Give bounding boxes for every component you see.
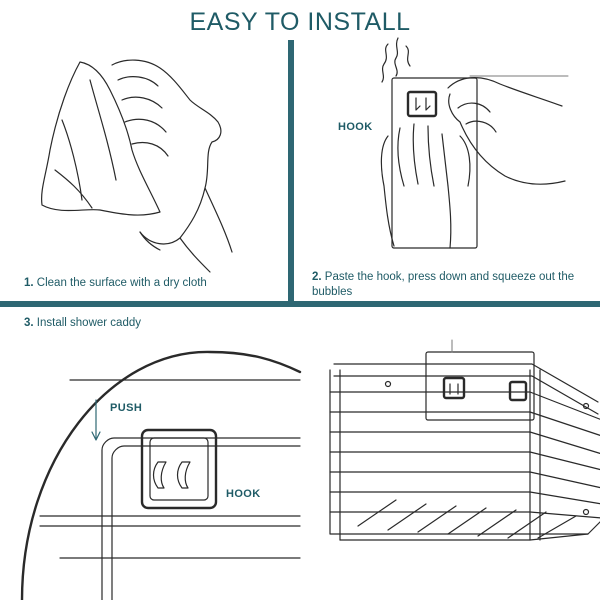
wipe-cloth-illustration bbox=[41, 59, 233, 273]
hook-label-top: HOOK bbox=[338, 121, 373, 133]
step-1-text: Clean the surface with a dry cloth bbox=[36, 277, 207, 289]
hook-label-bottom: HOOK bbox=[226, 488, 261, 500]
step-3-text: Install shower caddy bbox=[36, 317, 141, 329]
step-3-number: 3. bbox=[24, 317, 34, 329]
push-label: PUSH bbox=[110, 402, 143, 414]
paste-hook-illustration bbox=[380, 37, 569, 249]
shower-caddy-illustration bbox=[329, 339, 600, 541]
hook-detail-zoom bbox=[20, 350, 302, 600]
step-2-text: Paste the hook, press down and squeeze o… bbox=[312, 271, 575, 298]
step-1-caption: 1. Clean the surface with a dry cloth bbox=[24, 276, 207, 291]
step-1-number: 1. bbox=[24, 277, 34, 289]
step-2-caption: 2. Paste the hook, press down and squeez… bbox=[312, 270, 592, 300]
vertical-divider bbox=[288, 40, 294, 302]
step-3-caption: 3. Install shower caddy bbox=[24, 316, 141, 331]
page-title: EASY TO INSTALL bbox=[189, 8, 411, 36]
horizontal-divider bbox=[0, 301, 600, 307]
step-2-number: 2. bbox=[312, 271, 322, 283]
